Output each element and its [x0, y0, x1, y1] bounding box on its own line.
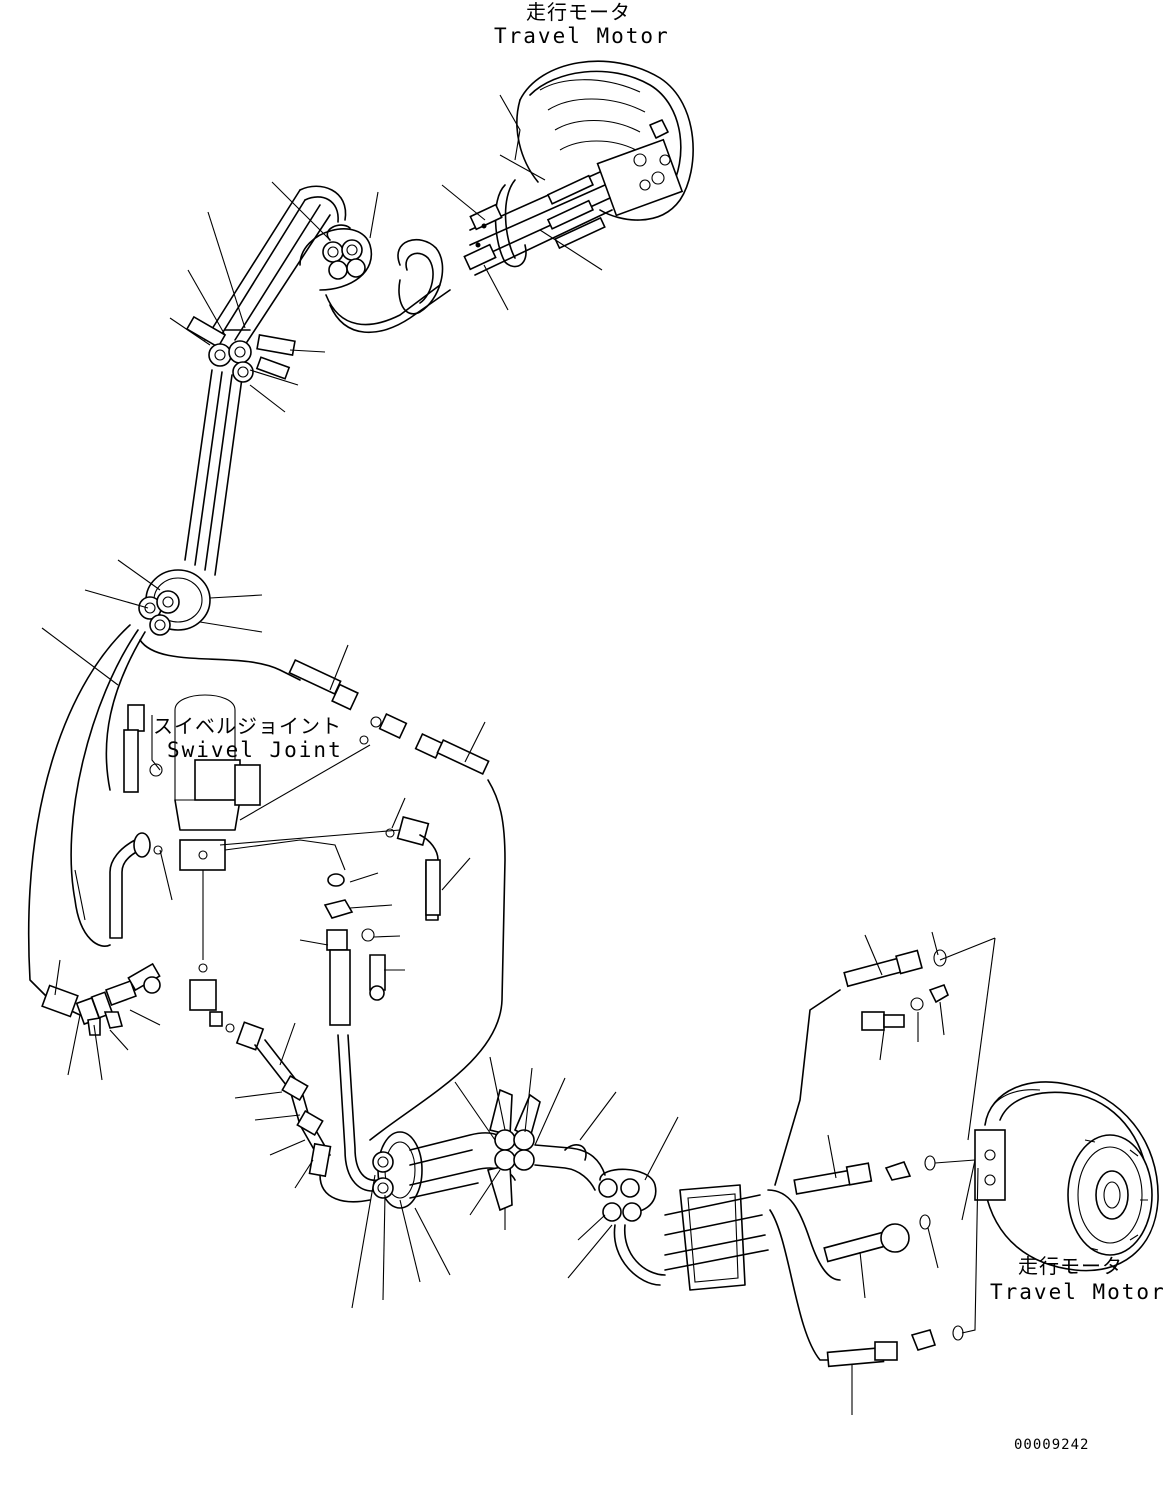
travel-motor-top-label-en: Travel Motor	[494, 24, 670, 48]
lower-right-clamp	[598, 989, 841, 1361]
lower-left-fitting-assembly	[41, 962, 332, 1178]
upper-pipe-run	[184, 185, 347, 576]
top-pipe-clamp	[299, 224, 451, 334]
right-side-fittings	[793, 949, 964, 1368]
travel-motor-top-label-jp: 走行モータ	[526, 0, 631, 24]
callout-leader-lines	[41, 154, 996, 1415]
swivel-joint-label-jp: スイベルジョイント	[153, 714, 342, 738]
swivel-joint-label-en: Swivel Joint	[167, 738, 343, 762]
hose-fitting-upper-mid	[288, 659, 506, 1141]
lower-flange-clamp	[319, 1034, 516, 1209]
travel-motor-right-label-jp: 走行モータ	[1018, 1254, 1123, 1278]
swivel-joint-icon	[174, 694, 401, 973]
left-hose-run	[27, 624, 301, 1001]
middle-upper-clamp	[185, 315, 296, 383]
travel-motor-right-label-en: Travel Motor	[990, 1280, 1164, 1304]
travel-motor-right-icon	[974, 1081, 1159, 1272]
flange-clamp-left	[138, 569, 211, 636]
lower-center-clamp	[486, 1088, 606, 1212]
swivel-joint-fittings	[109, 704, 441, 1026]
travel-motor-top-icon	[499, 60, 694, 221]
drawing-number: 00009242	[1014, 1437, 1090, 1453]
hose-bundle-top	[463, 171, 613, 276]
